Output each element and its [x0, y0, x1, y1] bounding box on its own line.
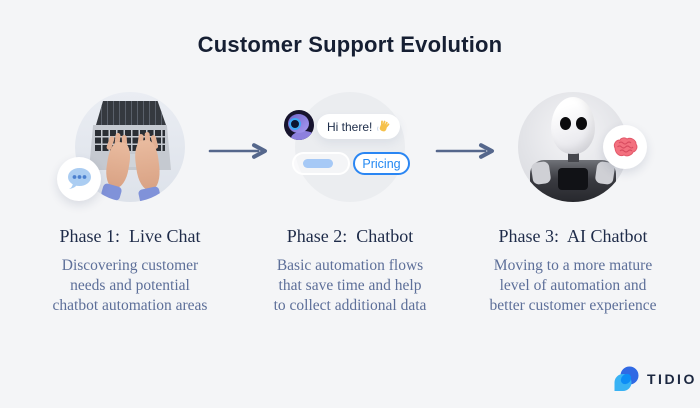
- phase-2-description: Basic automation flows that save time an…: [273, 257, 427, 314]
- brain-badge: [603, 125, 647, 169]
- phase-1-label: Phase 1: Live Chat: [59, 226, 201, 246]
- chat-bubble-badge: [57, 157, 101, 201]
- phase-2-visual: Hi there! Pricing: [284, 92, 410, 202]
- brain-icon: [613, 137, 638, 157]
- phase-1-column: Phase 1: Live Chat Discovering customer …: [15, 92, 245, 316]
- robot-chest: [558, 168, 588, 190]
- phase-3-visual: [518, 92, 647, 202]
- arrow-right-icon: [208, 143, 267, 159]
- phase-1-visual: [57, 92, 185, 202]
- phase-2-column: Hi there! Pricing: [235, 92, 465, 316]
- tidio-logo: TIDIO: [614, 366, 697, 392]
- robot-shoulder: [530, 160, 552, 186]
- typing-indicator-pill: [292, 152, 350, 175]
- chatbot-avatar-eye: [289, 118, 301, 130]
- phase-3-label: Phase 3: AI Chatbot: [498, 226, 648, 246]
- chatbot-avatar: [284, 110, 314, 140]
- arrow-right-icon: [435, 143, 494, 159]
- typing-indicator-bar: [303, 159, 333, 168]
- robot-neck: [568, 152, 579, 162]
- chat-bubble-icon: [67, 168, 91, 189]
- tidio-wordmark: TIDIO: [647, 371, 697, 387]
- phase-3-column: Phase 3: AI Chatbot Moving to a more mat…: [455, 92, 691, 316]
- live-chat-photo: [75, 92, 185, 202]
- chat-message-text: Hi there!: [327, 119, 373, 134]
- phase-3-description: Moving to a more mature level of automat…: [489, 257, 657, 314]
- pricing-button[interactable]: Pricing: [353, 152, 410, 175]
- tidio-logo-icon: [614, 366, 639, 391]
- chatbot-avatar-body: [291, 131, 314, 140]
- waving-hand-icon: [377, 120, 390, 132]
- chatbot-illustration: Hi there! Pricing: [284, 92, 410, 202]
- robot-head: [551, 97, 595, 154]
- page-title: Customer Support Evolution: [197, 32, 503, 57]
- laptop-upper-keyboard: [96, 101, 166, 125]
- right-sleeve-cuff: [137, 185, 162, 202]
- chat-message-bubble: Hi there!: [317, 114, 401, 139]
- phase-1-description: Discovering customer needs and potential…: [52, 257, 208, 314]
- robot-eye: [576, 117, 587, 130]
- robot-eye: [560, 117, 571, 130]
- phase-2-label: Phase 2: Chatbot: [286, 226, 414, 246]
